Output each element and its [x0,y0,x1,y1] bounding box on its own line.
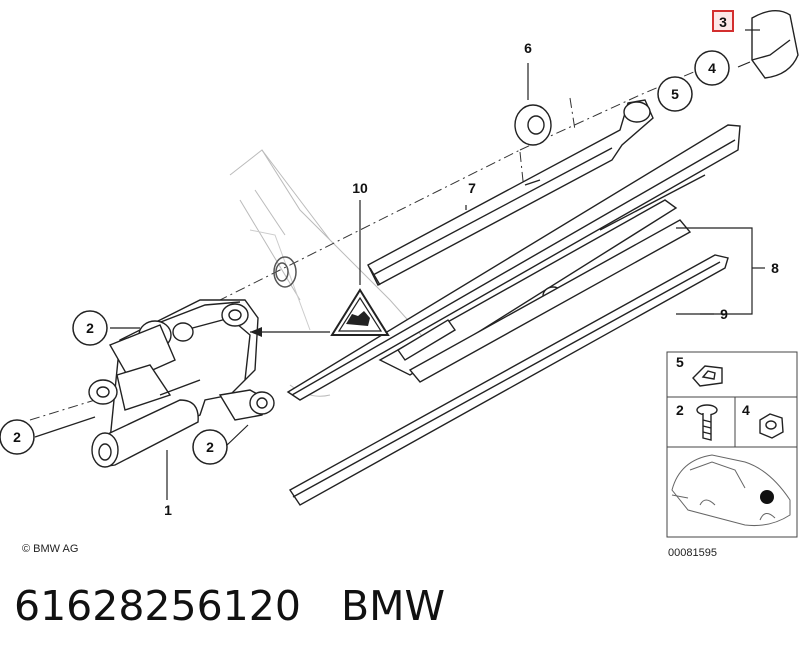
blade-refill [288,219,729,506]
callout-label-7: 7 [468,180,476,196]
callout-label-8: 8 [771,260,779,276]
screw-icon [696,404,718,441]
callout-circle-5: 5 [657,76,693,112]
callout-label-9: 9 [720,306,728,322]
callout-label-6: 6 [524,40,532,56]
callout-circle-2c: 2 [192,429,228,465]
cover-cap-part-3 [751,10,799,79]
callout-circle-2b: 2 [0,419,35,455]
car-thumbnail [671,454,791,526]
rear-wiper-location-marker [760,490,774,504]
copyright-text: © BMW AG [22,543,78,555]
callout-label: 2 [206,439,214,455]
callout-label-1: 1 [164,502,172,518]
wiper-motor [88,299,275,468]
warning-label-part-10 [330,288,390,336]
callout-label: 4 [708,60,716,76]
callout-circle-2a: 2 [72,310,108,346]
part-caption: 61628256120 BMW [14,582,445,642]
callout-label-10: 10 [352,180,368,196]
brand-name: BMW [340,582,445,630]
legend-panel [666,351,798,538]
wiper-arm [367,99,654,286]
callout-label: 5 [671,86,679,102]
legend-label-4: 4 [742,402,750,418]
parts-diagram: 2 2 2 4 5 1 6 7 8 9 10 3 5 2 4 [0,10,799,559]
callout-label: 2 [13,429,21,445]
legend-label-5: 5 [676,354,684,370]
callout-label: 2 [86,320,94,336]
hex-nut-icon [759,413,784,439]
arrow-head [250,327,262,337]
callout-circle-4: 4 [694,50,730,86]
wiper-blade [286,124,741,401]
legend-label-2: 2 [676,402,684,418]
grommet-ring [273,256,297,288]
callout-label: 3 [719,14,727,30]
part-number: 61628256120 [14,582,301,630]
highlighted-callout-3: 3 [712,10,734,32]
nut-part-6 [514,104,552,146]
drawing-number: 00081595 [668,547,717,559]
washer-icon [692,365,723,387]
leader-lines [34,29,765,500]
